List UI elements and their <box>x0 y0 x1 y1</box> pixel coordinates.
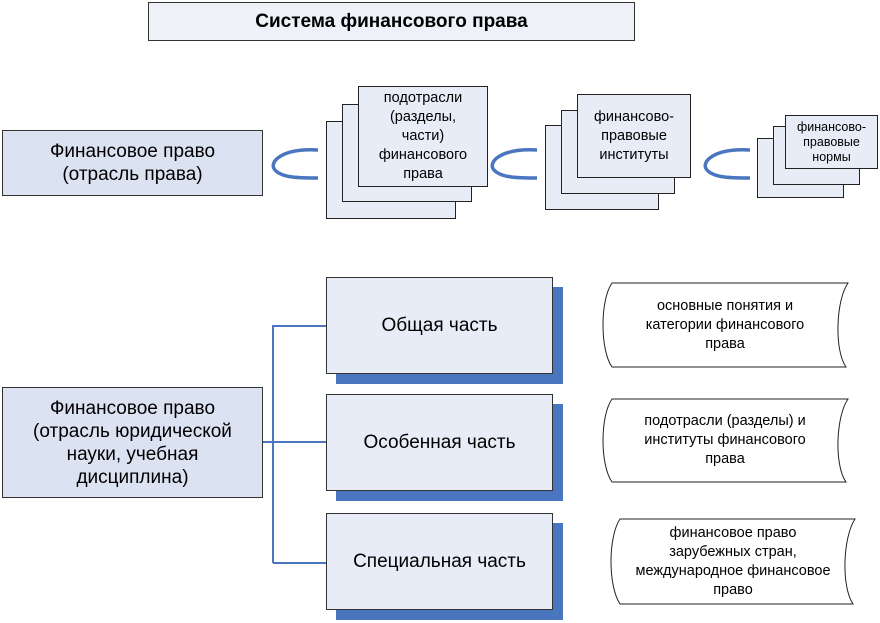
stack-card-institutes: финансово- правовые институты <box>577 94 691 178</box>
branch-line: Финансовое право <box>49 397 216 419</box>
card-line: (разделы, <box>389 109 457 125</box>
description-shape <box>602 282 849 368</box>
subset-icon <box>703 148 751 180</box>
card-line: нормы <box>812 149 851 164</box>
card-line: финансового <box>378 147 468 163</box>
diagram-title: Система финансового права <box>148 2 635 41</box>
branch-line: дисциплина) <box>76 466 189 488</box>
description-line: финансовое право <box>669 524 797 541</box>
branch-line: науки, учебная <box>66 443 199 465</box>
description-line: зарубежных стран, <box>669 543 797 560</box>
subset-icon <box>490 148 538 180</box>
stack-card-subbranches: подотрасли (разделы, части) финансового … <box>358 86 488 187</box>
description-shape <box>602 398 849 483</box>
branch-line: Финансовое право <box>49 141 216 162</box>
description-line: категории финансового <box>645 317 805 333</box>
card-line: правовые <box>803 134 860 149</box>
card-line: подотрасли <box>383 90 463 106</box>
description-line: подотрасли (разделы) и <box>644 413 806 429</box>
description-special: подотрасли (разделы) и институты финансо… <box>602 399 848 482</box>
branch-line: (отрасль юридической <box>33 420 232 442</box>
card-line: финансово- <box>797 119 866 134</box>
stack-card-norms: финансово- правовые нормы <box>785 115 878 169</box>
branch-box-law-branch: Финансовое право (отрасль права) <box>2 130 263 196</box>
card-line: институты <box>599 146 669 163</box>
card-line: части) <box>401 128 445 144</box>
part-label: Особенная часть <box>363 431 516 453</box>
branch-box-legal-science: Финансовое право (отрасль юридической на… <box>2 387 263 498</box>
part-box-specific: Специальная часть <box>326 513 553 610</box>
card-line: правовые <box>601 127 667 144</box>
description-line: права <box>705 336 745 352</box>
description-line: международное финансовое <box>635 562 831 579</box>
description-general: основные понятия и категории финансового… <box>602 283 848 368</box>
branch-line: (отрасль права) <box>62 164 203 185</box>
card-line: права <box>403 166 443 182</box>
description-line: права <box>705 451 745 467</box>
description-shape <box>610 518 856 605</box>
part-box-special: Особенная часть <box>326 394 553 491</box>
part-label: Общая часть <box>381 314 498 336</box>
part-box-general: Общая часть <box>326 277 553 374</box>
part-label: Специальная часть <box>353 550 526 572</box>
description-line: институты финансового <box>644 432 806 448</box>
description-line: основные понятия и <box>656 298 794 314</box>
card-line: финансово- <box>593 108 675 125</box>
description-line: право <box>713 581 753 598</box>
subset-icon <box>271 148 319 180</box>
description-specific: финансовое право зарубежных стран, между… <box>610 519 856 604</box>
